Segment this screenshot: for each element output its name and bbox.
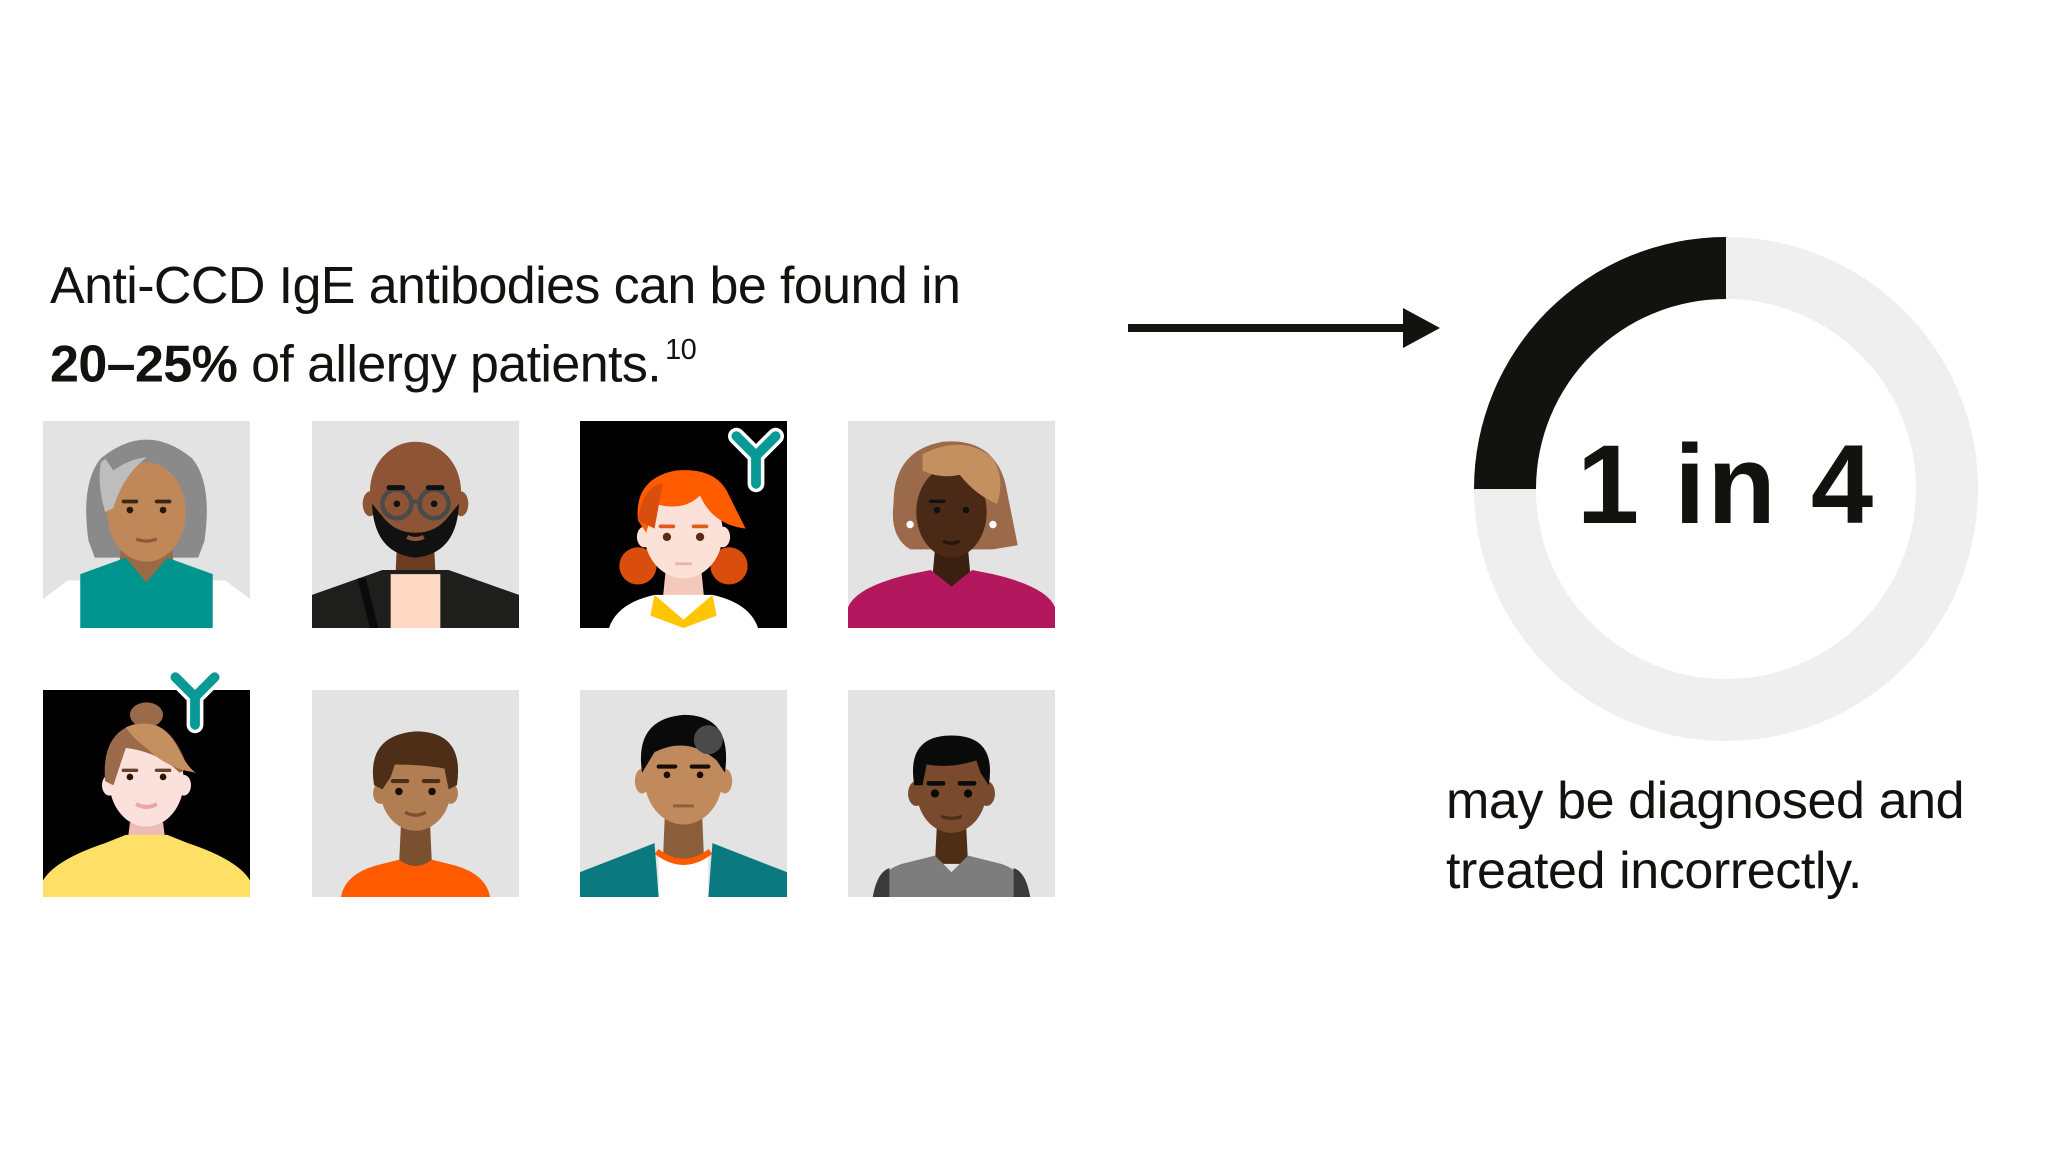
- young-man-gray-shirt-avatar-icon: [848, 690, 1055, 897]
- headline-line-1: Anti-CCD IgE antibodies can be found in: [50, 257, 961, 315]
- one-in-four-donut-chart: [1474, 237, 1978, 741]
- avatar-boy-brown-hair: [312, 690, 519, 897]
- older-woman-avatar-icon: [43, 421, 250, 628]
- avatar-young-man-gray-shirt: [848, 690, 1055, 897]
- headline-line-2: 20–25% of allergy patients.10: [50, 320, 960, 398]
- patient-avatar-grid: [43, 421, 1056, 897]
- avatar-red-haired-woman: [580, 421, 787, 628]
- percentage-range: 20–25%: [50, 335, 238, 394]
- headline: Anti-CCD IgE antibodies can be found in …: [50, 252, 961, 398]
- arrow-right-icon: [1128, 308, 1440, 348]
- avatar-older-woman: [43, 421, 250, 628]
- bearded-man-avatar-icon: [312, 421, 519, 628]
- avatar-woman-ponytail: [43, 668, 250, 897]
- avatar-man-teal-jacket: [580, 690, 787, 897]
- antibody-icon: [167, 668, 223, 734]
- woman-ponytail-avatar-icon: [43, 690, 250, 897]
- subtext-line-2: treated incorrectly.: [1446, 842, 1862, 900]
- subtext-line-1: may be diagnosed and: [1446, 772, 1965, 830]
- avatar-bearded-man: [312, 421, 519, 628]
- boy-brown-hair-avatar-icon: [312, 690, 519, 897]
- woman-blonde-bob-avatar-icon: [848, 421, 1055, 628]
- antibody-icon: [728, 427, 784, 493]
- avatar-woman-blonde-bob: [848, 421, 1055, 628]
- red-haired-woman-avatar-icon: [580, 421, 787, 628]
- ring-filled-segment: [1474, 237, 1726, 489]
- subtext: may be diagnosed and treated incorrectly…: [1446, 766, 1965, 906]
- reference-superscript: 10: [665, 334, 697, 366]
- man-teal-jacket-avatar-icon: [580, 690, 787, 897]
- headline-line-2-rest: of allergy patients.: [237, 335, 662, 394]
- ratio-label: 1 in 4: [1576, 422, 1876, 547]
